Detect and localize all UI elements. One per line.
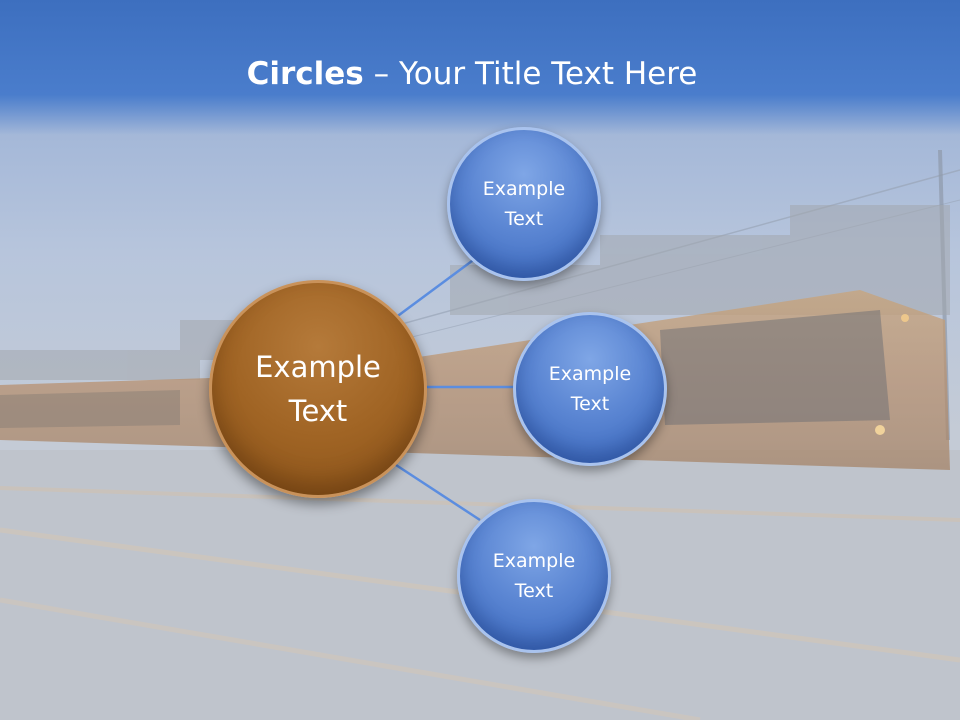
center-circle[interactable]: Example Text bbox=[209, 280, 427, 498]
title-band bbox=[0, 0, 960, 135]
satellite-top-line-2: Text bbox=[504, 208, 544, 230]
title-rest: – Your Title Text Here bbox=[363, 56, 698, 92]
connector-bottom bbox=[395, 463, 481, 522]
center-line-2: Text bbox=[288, 394, 348, 428]
title-bold: Circles bbox=[246, 56, 364, 92]
satellite-circle-top[interactable]: Example Text bbox=[447, 127, 601, 281]
satellite-middle-text: Example Text bbox=[549, 359, 631, 419]
center-circle-text: Example Text bbox=[255, 345, 381, 433]
satellite-bottom-line-1: Example bbox=[492, 550, 576, 572]
center-line-1: Example bbox=[255, 350, 381, 384]
connector-top bbox=[394, 256, 477, 320]
slide-title: Circles – Your Title Text Here bbox=[0, 52, 944, 96]
satellite-bottom-text: Example Text bbox=[493, 546, 575, 606]
satellite-bottom-line-2: Text bbox=[514, 580, 554, 602]
satellite-top-text: Example Text bbox=[483, 174, 565, 234]
satellite-middle-line-2: Text bbox=[570, 393, 610, 415]
satellite-circle-bottom[interactable]: Example Text bbox=[457, 499, 611, 653]
satellite-circle-middle[interactable]: Example Text bbox=[513, 312, 667, 466]
satellite-top-line-1: Example bbox=[482, 178, 566, 200]
satellite-middle-line-1: Example bbox=[548, 363, 632, 385]
